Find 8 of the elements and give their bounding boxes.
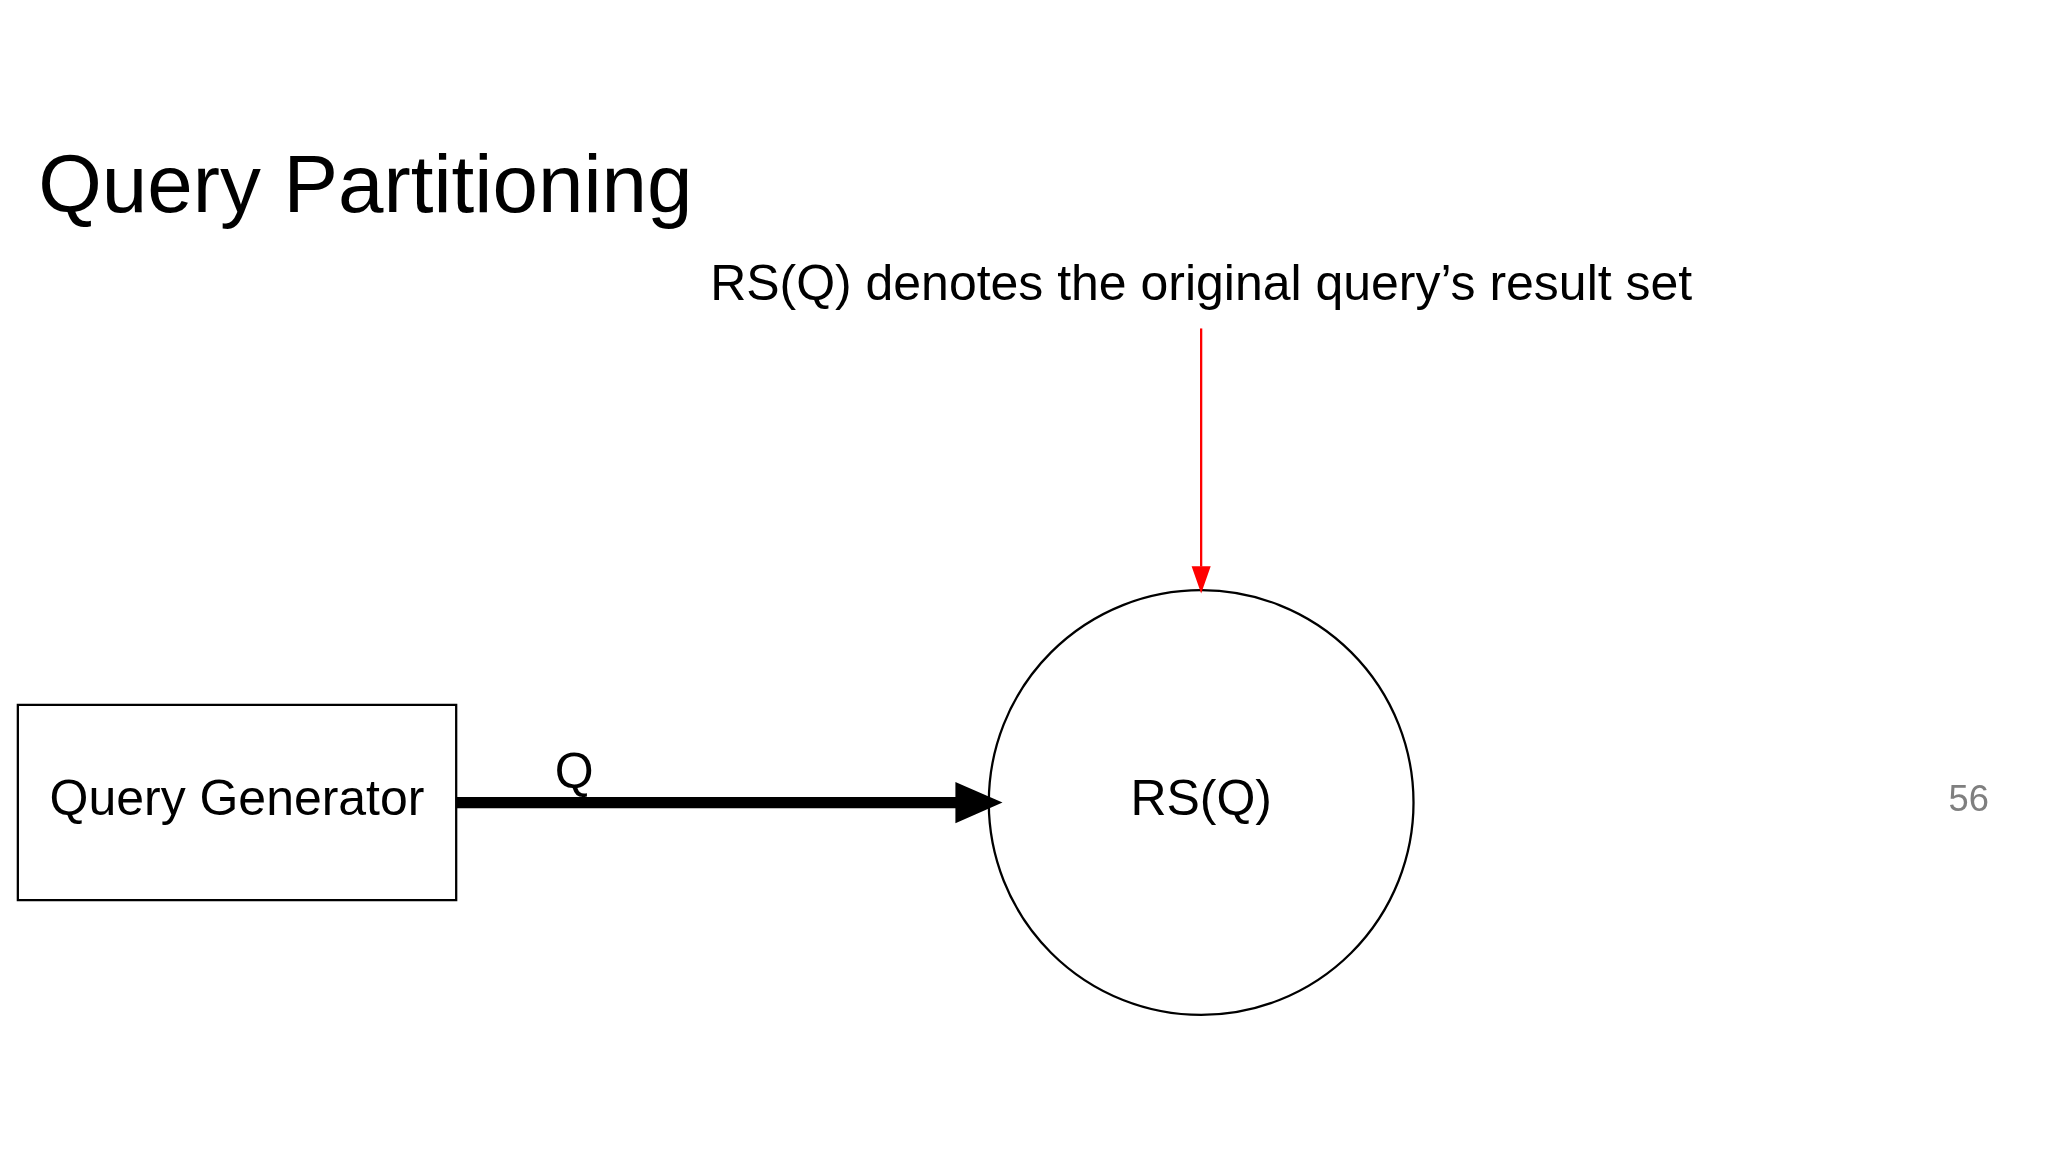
label: 56 [1948, 778, 1990, 820]
edge-label: Q [554, 743, 594, 800]
node-box: Query Generator [16, 703, 458, 902]
arrow [456, 781, 1003, 824]
node-text: RS(Q) denotes the original query’s result set [710, 254, 1693, 311]
diagram-title: Query Partitioning [38, 137, 693, 229]
node-circle: RS(Q) [987, 589, 1415, 1017]
arrow [1191, 328, 1211, 594]
